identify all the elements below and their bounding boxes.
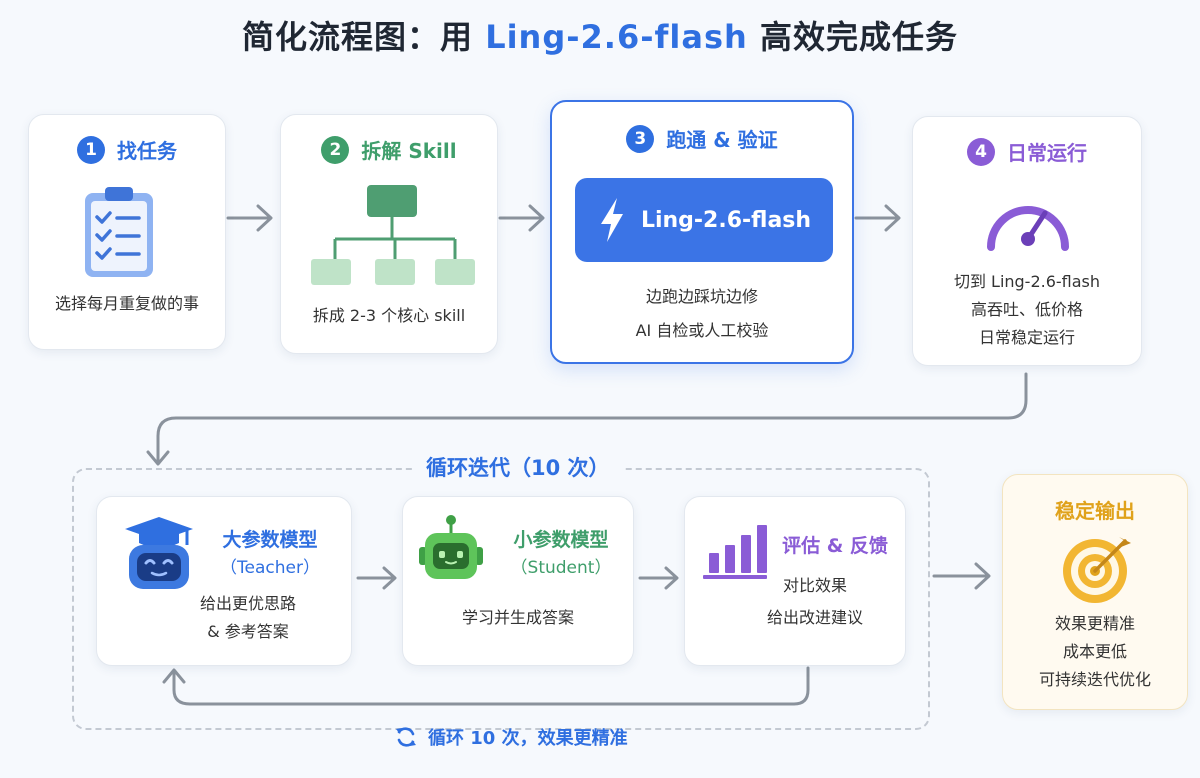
arrow-4-loop: [146, 372, 1028, 466]
stable-output-card: 稳定输出 效果更精准 成本更低 可持续迭代优化: [1002, 474, 1188, 710]
step-header: 3 跑通 & 验证: [552, 124, 852, 153]
student-model-card: 小参数模型 （Student） 学习并生成答案: [402, 496, 634, 666]
step-card-run-verify: 3 跑通 & 验证 Ling-2.6-flash 边跑边踩坑边修 AI 自检或人…: [550, 100, 854, 364]
step-number: 2: [321, 135, 350, 164]
step-number: 3: [626, 124, 655, 153]
output-line3: 可持续迭代优化: [1038, 670, 1151, 689]
step-description-line2: AI 自检或人工校验: [635, 321, 769, 340]
step-description: 选择每月重复做的事: [54, 294, 199, 313]
step-description-line1: 切到 Ling-2.6-flash: [953, 272, 1101, 291]
step-card-daily-run: 4 日常运行 切到 Ling-2.6-flash 高吞吐、低价格 日常稳定运行: [912, 116, 1142, 366]
output-line1: 效果更精准: [1054, 614, 1135, 633]
arrow-loop-output: [932, 562, 991, 590]
evaluate-title: 评估 & 反馈: [782, 535, 888, 557]
teacher-title: 大参数模型: [222, 529, 318, 551]
step-description-line2: 高吞吐、低价格: [970, 300, 1083, 319]
evaluate-feedback-card: 评估 & 反馈 对比效果 给出改进建议: [684, 496, 906, 666]
teacher-description-line2: & 参考答案: [207, 622, 289, 641]
ling-model-badge: Ling-2.6-flash: [575, 178, 833, 262]
teacher-robot-icon: [125, 517, 193, 589]
output-title-text: 稳定输出: [1055, 499, 1135, 523]
student-title: 小参数模型: [513, 529, 609, 551]
step-description-line3: 日常稳定运行: [978, 328, 1075, 347]
step-number: 1: [77, 135, 105, 164]
student-subtitle: （Student）: [510, 558, 612, 578]
speedometer-icon: [987, 206, 1069, 251]
evaluate-description-line1: 对比效果: [782, 576, 847, 595]
step-description-line1: 边跑边踩坑边修: [645, 287, 758, 306]
refresh-icon: [396, 727, 416, 747]
arrow-student-eval: [638, 566, 679, 590]
step-title: 跑通 & 验证: [666, 128, 778, 152]
arrow-1-2: [226, 204, 273, 232]
arrow-3-4: [854, 204, 901, 232]
step-header: 4 日常运行: [913, 137, 1141, 166]
target-icon: [1063, 537, 1131, 603]
step-header: 1 找任务: [29, 135, 225, 164]
step-card-split-skill: 2 拆解 Skill 拆成 2-3 个核心 skill: [280, 114, 498, 354]
step-description: 拆成 2-3 个核心 skill: [312, 306, 466, 325]
clipboard-checklist-icon: [85, 187, 153, 277]
lightning-bolt-icon: [600, 198, 623, 242]
title-prefix: 简化流程图：用: [242, 18, 486, 56]
ling-model-label: Ling-2.6-flash: [640, 207, 812, 233]
bar-chart-icon: [703, 525, 767, 579]
arrow-teacher-student: [356, 566, 397, 590]
step-card-find-task: 1 找任务 选择每月重复做的事: [28, 114, 226, 350]
evaluate-description-line2: 给出改进建议: [766, 608, 863, 627]
step-title: 日常运行: [1007, 141, 1087, 165]
step-title: 拆解 Skill: [361, 139, 457, 163]
student-robot-icon: [419, 515, 483, 579]
loop-note: 循环 10 次，效果更精准: [394, 724, 628, 750]
output-title: 稳定输出: [1003, 495, 1187, 524]
tree-structure-icon: [311, 185, 475, 285]
student-description: 学习并生成答案: [461, 608, 574, 627]
output-line2: 成本更低: [1062, 642, 1127, 661]
arrow-2-3: [498, 204, 545, 232]
step-title: 找任务: [117, 139, 177, 163]
title-highlight: Ling-2.6-flash: [485, 18, 748, 56]
step-number: 4: [967, 137, 995, 166]
title-suffix: 高效完成任务: [747, 18, 958, 56]
page-title: 简化流程图：用 Ling-2.6-flash 高效完成任务: [0, 12, 1200, 58]
loop-title: 循环迭代（10 次）: [412, 452, 624, 482]
teacher-description-line1: 给出更优思路: [199, 594, 296, 613]
arrow-eval-teacher: [162, 666, 810, 706]
step-header: 2 拆解 Skill: [281, 135, 497, 164]
teacher-model-card: 大参数模型 （Teacher） 给出更优思路 & 参考答案: [96, 496, 352, 666]
loop-note-text: 循环 10 次，效果更精准: [428, 728, 628, 749]
teacher-subtitle: （Teacher）: [220, 558, 320, 578]
